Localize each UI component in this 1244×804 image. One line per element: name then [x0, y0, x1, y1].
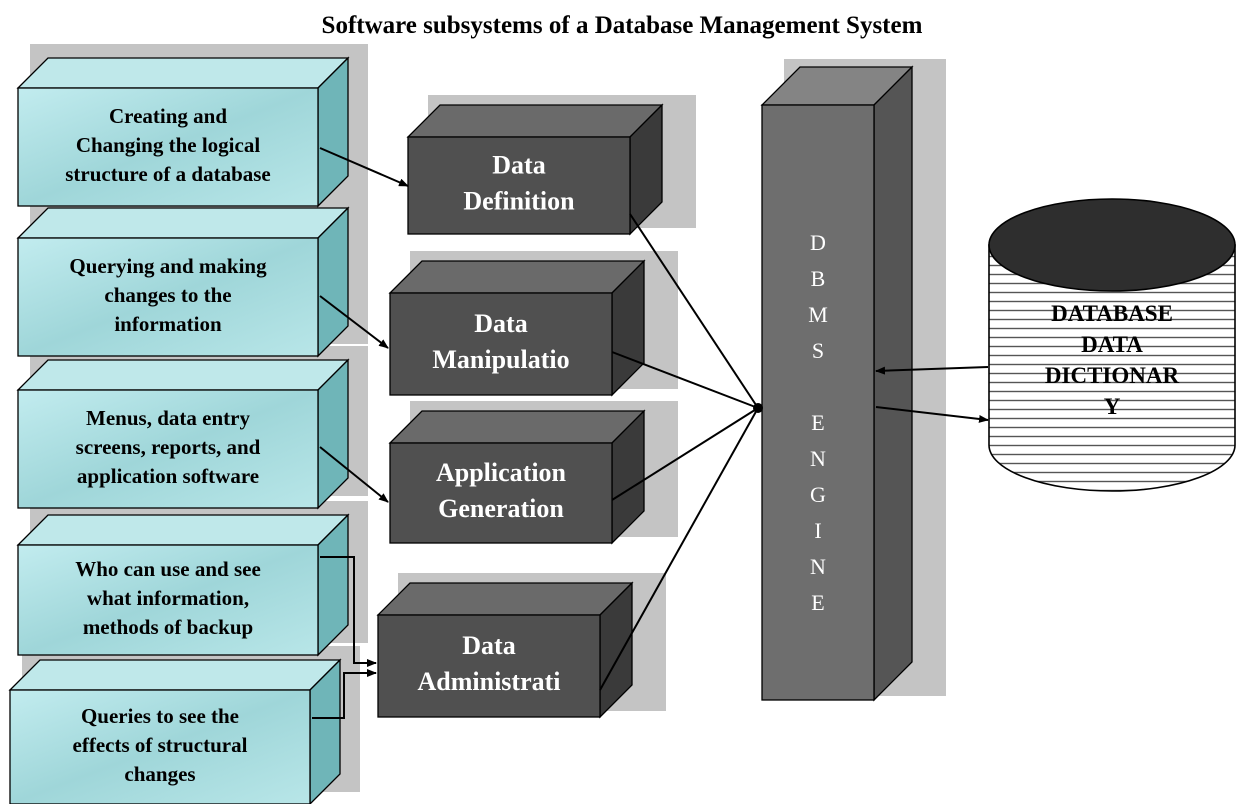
subsystem-box-3-line-2: Generation — [438, 494, 564, 523]
data-dictionary-line-2: DATA — [1081, 332, 1143, 357]
description-box-3-line-3: application software — [77, 464, 259, 488]
description-box-1 — [16, 56, 350, 208]
data-dictionary-line-1: DATABASE — [1051, 301, 1173, 326]
description-box-5-line-1: Queries to see the — [81, 704, 239, 728]
engine-connection-hub — [753, 403, 763, 413]
arrow-description-5-to-subsystem-4 — [312, 669, 377, 719]
data-dictionary-cylinder — [988, 198, 1236, 492]
subsystem-box-1 — [406, 103, 664, 236]
engine-letter-3: M — [808, 302, 828, 327]
arrow-description-2-to-subsystem-2 — [319, 295, 389, 349]
subsystem-box-4-line-2: Administrati — [418, 667, 561, 696]
description-box-2 — [16, 206, 350, 358]
subsystem-box-4-line-1: Data — [462, 631, 515, 660]
dbms-engine — [760, 65, 914, 702]
engine-letter-4: S — [812, 338, 824, 363]
description-box-2-line-3: information — [114, 312, 222, 336]
subsystem-box-2-line-2: Manipulatio — [432, 345, 569, 374]
line-subsystem-1-to-engine — [629, 213, 759, 409]
engine-letter-9: I — [814, 518, 821, 543]
subsystem-box-1-line-2: Definition — [463, 186, 575, 215]
engine-letter-10: N — [810, 554, 826, 579]
description-box-1-line-3: structure of a database — [65, 162, 271, 186]
description-box-1-line-2: Changing the logical — [76, 133, 261, 157]
description-box-4-line-2: what information, — [87, 586, 249, 610]
description-box-3-line-1: Menus, data entry — [86, 406, 250, 430]
description-box-4-line-3: methods of backup — [83, 615, 253, 639]
engine-letter-2: B — [811, 266, 826, 291]
arrow-dictionary-to-engine — [875, 366, 989, 375]
line-subsystem-2-to-engine — [611, 351, 759, 409]
description-box-3 — [16, 358, 350, 510]
line-subsystem-3-to-engine — [611, 407, 759, 501]
arrow-description-1-to-subsystem-1 — [319, 147, 409, 187]
engine-letter-8: G — [810, 482, 826, 507]
data-dictionary-line-4: Y — [1104, 394, 1121, 419]
subsystem-box-3 — [388, 409, 646, 545]
description-box-5 — [8, 658, 342, 804]
description-box-2-line-2: changes to the — [104, 283, 231, 307]
description-box-1-line-1: Creating and — [109, 104, 227, 128]
data-dictionary-line-3: DICTIONAR — [1045, 363, 1180, 388]
description-box-4 — [16, 513, 350, 657]
subsystem-box-3-line-1: Application — [436, 458, 567, 487]
diagram-title: Software subsystems of a Database Manage… — [321, 12, 923, 39]
engine-letter-6: E — [811, 410, 824, 435]
engine-letter-11: E — [811, 590, 824, 615]
line-subsystem-4-to-engine — [599, 407, 759, 691]
arrow-description-3-to-subsystem-3 — [319, 446, 389, 503]
engine-letter-7: N — [810, 446, 826, 471]
arrow-description-4-to-subsystem-4 — [320, 556, 377, 667]
subsystem-box-2-line-1: Data — [474, 309, 527, 338]
arrow-engine-to-dictionary — [875, 406, 989, 423]
description-box-2-line-1: Querying and making — [69, 254, 267, 278]
subsystem-box-4 — [376, 581, 634, 719]
description-box-3-line-2: screens, reports, and — [76, 435, 261, 459]
subsystem-box-1-line-1: Data — [492, 150, 545, 179]
description-box-4-line-1: Who can use and see — [75, 557, 261, 581]
engine-letter-1: D — [810, 230, 826, 255]
description-box-5-line-2: effects of structural — [73, 733, 248, 757]
description-box-5-line-3: changes — [124, 762, 195, 786]
